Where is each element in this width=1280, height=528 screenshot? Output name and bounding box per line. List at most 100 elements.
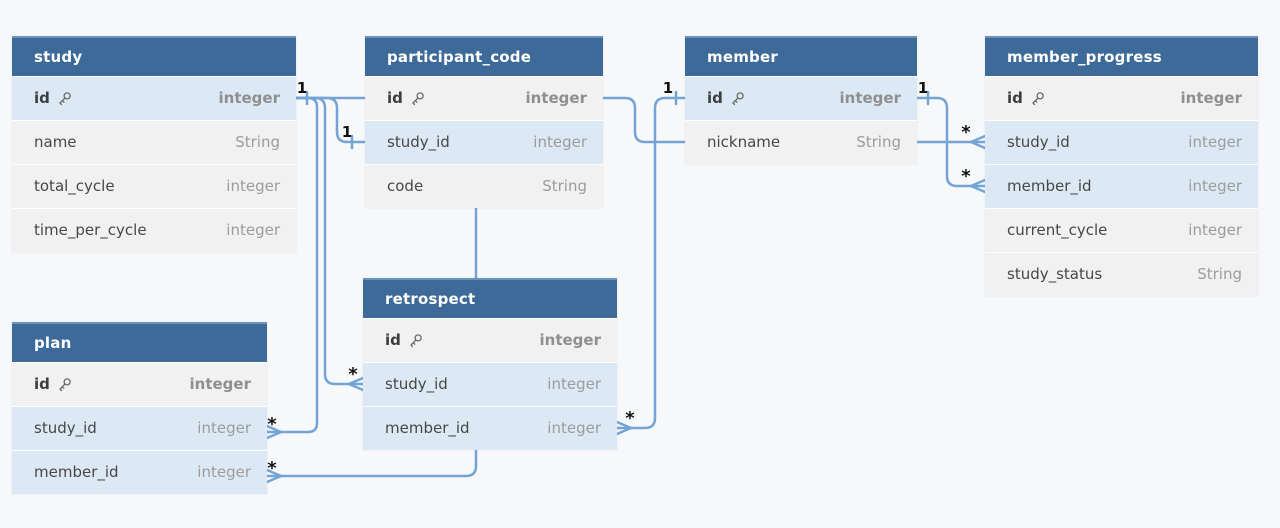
field-type: integer — [189, 375, 251, 393]
field-name-text: id — [1007, 89, 1023, 107]
cardinality-label: * — [625, 408, 635, 429]
field-name: id — [985, 77, 1045, 120]
field-name-text: study_id — [385, 375, 448, 393]
field-name: current_cycle — [985, 209, 1107, 252]
table-header-participant_code[interactable]: participant_code — [365, 36, 603, 76]
primary-key-icon — [732, 92, 744, 106]
table-title: participant_code — [387, 48, 532, 66]
field-row-member_progress-id[interactable]: id integer — [985, 76, 1258, 120]
relationship-line[interactable] — [279, 206, 478, 478]
field-type: integer — [547, 419, 601, 437]
relationship-study.id-member_progress.study_id[interactable]: * — [294, 96, 987, 150]
table-title: member_progress — [1007, 48, 1162, 66]
primary-key-icon — [412, 92, 424, 106]
field-name-text: current_cycle — [1007, 221, 1108, 239]
field-type: integer — [525, 89, 587, 107]
field-name-text: code — [387, 177, 424, 195]
field-name: id — [12, 77, 72, 120]
field-row-study-name[interactable]: name String — [12, 120, 296, 164]
field-row-study-time_per_cycle[interactable]: time_per_cycle integer — [12, 208, 296, 252]
field-row-participant_code-id[interactable]: id integer — [365, 76, 603, 120]
table-header-member[interactable]: member — [685, 36, 917, 76]
field-name-text: id — [385, 331, 401, 349]
field-name: member_id — [363, 407, 470, 450]
crow-foot-prong — [265, 430, 283, 440]
field-row-plan-member_id[interactable]: member_id integer — [12, 450, 267, 494]
field-type: integer — [533, 133, 587, 151]
field-name-text: id — [34, 89, 50, 107]
crow-foot-prong — [615, 426, 633, 436]
field-row-retrospect-id[interactable]: id integer — [363, 318, 617, 362]
table-title: plan — [34, 334, 72, 352]
field-type: integer — [226, 221, 280, 239]
relationship-study.id-participant_code.study_id[interactable]: 11 — [294, 79, 367, 150]
table-header-retrospect[interactable]: retrospect — [363, 278, 617, 318]
primary-key-icon — [59, 378, 71, 392]
cardinality-label: * — [961, 122, 971, 143]
field-type: integer — [539, 331, 601, 349]
crow-foot-prong — [969, 184, 987, 194]
field-type: integer — [197, 419, 251, 437]
field-row-participant_code-code[interactable]: code String — [365, 164, 603, 208]
relationship-participant_code-plan.member_id[interactable]: * — [265, 206, 478, 484]
field-row-plan-id[interactable]: id integer — [12, 362, 267, 406]
field-row-retrospect-study_id[interactable]: study_id integer — [363, 362, 617, 406]
field-type: String — [542, 177, 587, 195]
table-header-member_progress[interactable]: member_progress — [985, 36, 1258, 76]
table-header-study[interactable]: study — [12, 36, 296, 76]
field-name: name — [12, 121, 77, 164]
field-row-study-id[interactable]: id integer — [12, 76, 296, 120]
field-row-plan-study_id[interactable]: study_id integer — [12, 406, 267, 450]
field-name-text: time_per_cycle — [34, 221, 147, 239]
field-type: integer — [1188, 221, 1242, 239]
field-name-text: id — [34, 375, 50, 393]
field-type: integer — [197, 463, 251, 481]
field-name-text: id — [387, 89, 403, 107]
field-name: total_cycle — [12, 165, 115, 208]
field-name: code — [365, 165, 423, 208]
primary-key-icon — [410, 334, 422, 348]
field-type: String — [856, 133, 901, 151]
field-name: member_id — [12, 451, 119, 494]
field-name-text: study_id — [1007, 133, 1070, 151]
table-header-plan[interactable]: plan — [12, 322, 267, 362]
field-row-retrospect-member_id[interactable]: member_id integer — [363, 406, 617, 450]
field-name-text: name — [34, 133, 77, 151]
field-type: integer — [839, 89, 901, 107]
field-name-text: total_cycle — [34, 177, 115, 195]
field-row-member_progress-current_cycle[interactable]: current_cycle integer — [985, 208, 1258, 252]
relationship-line[interactable] — [915, 96, 973, 188]
relationship-line[interactable] — [294, 96, 973, 144]
field-type: integer — [218, 89, 280, 107]
field-row-participant_code-study_id[interactable]: study_id integer — [365, 120, 603, 164]
field-name-text: study_id — [34, 419, 97, 437]
field-type: integer — [1180, 89, 1242, 107]
relationship-member.id-retrospect.member_id[interactable]: 1* — [615, 79, 687, 436]
primary-key-icon — [1032, 92, 1044, 106]
field-type: String — [235, 133, 280, 151]
relationship-member.id-member_progress.member_id[interactable]: 1* — [915, 79, 987, 194]
field-name: id — [12, 363, 72, 406]
table-title: retrospect — [385, 290, 476, 308]
cardinality-label: 1 — [342, 123, 352, 141]
field-name-text: study_id — [387, 133, 450, 151]
field-type: integer — [547, 375, 601, 393]
field-name-text: study_status — [1007, 265, 1103, 283]
field-name: id — [365, 77, 425, 120]
field-name-text: member_id — [34, 463, 119, 481]
field-name: study_status — [985, 253, 1102, 296]
relationship-line[interactable] — [629, 96, 687, 430]
